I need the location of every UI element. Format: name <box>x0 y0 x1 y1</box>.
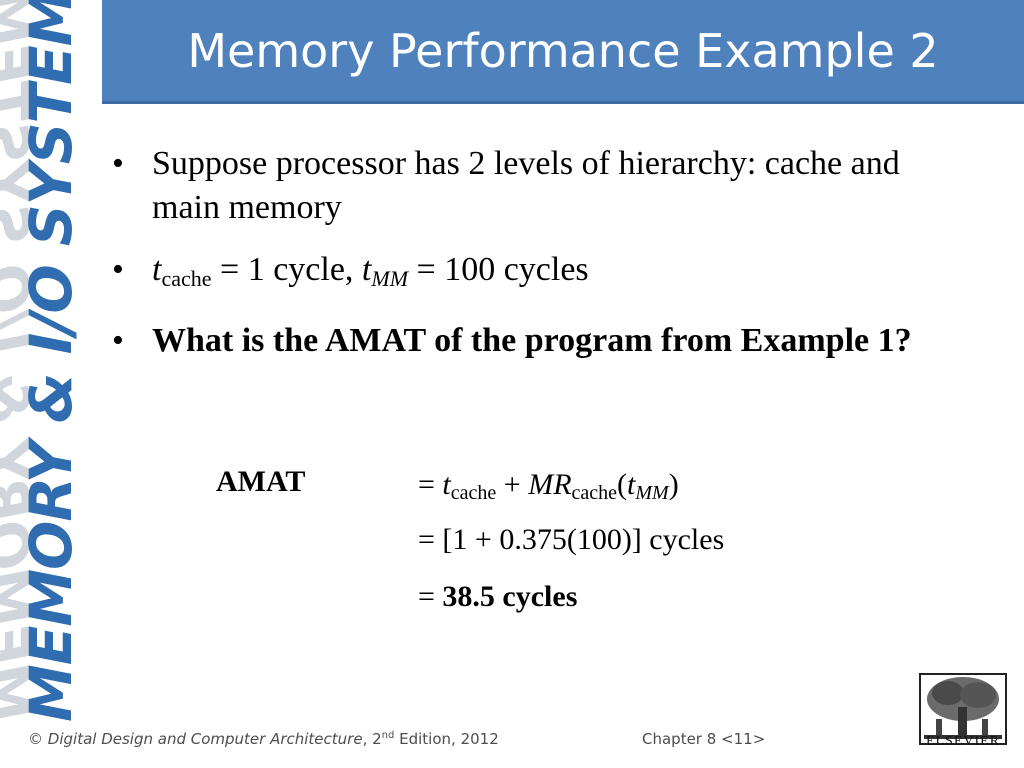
bullet-icon: • <box>112 322 124 359</box>
footer-copyright: © Digital Design and Computer Architectu… <box>28 730 499 748</box>
elsevier-tree-icon <box>918 673 1008 745</box>
side-banner: MEMORY & I/O SYSTEMS MEMORY & I/O SYSTEM… <box>0 0 100 740</box>
bullet-item: • tcache = 1 cycle, tMM = 100 cycles <box>112 248 912 301</box>
equation-line-2: = [1 + 0.375(100)] cycles <box>418 523 725 556</box>
bullet-text: Suppose processor has 2 levels of hierar… <box>152 145 900 226</box>
side-banner-label: MEMORY & I/O SYSTEMS <box>17 0 85 722</box>
side-banner-text: MEMORY & I/O SYSTEMS <box>6 0 96 722</box>
bullet-icon: • <box>112 251 124 288</box>
slide-title: Memory Performance Example 2 <box>187 23 939 78</box>
equation-result: 38.5 cycles <box>442 580 578 613</box>
bullet-text: What is the AMAT of the program from Exa… <box>152 322 912 359</box>
bullet-item: • What is the AMAT of the program from E… <box>112 319 912 363</box>
title-bar: Memory Performance Example 2 <box>102 0 1024 104</box>
footer-chapter: Chapter 8 <11> <box>642 730 766 748</box>
elsevier-wordmark: ELSEVIER <box>925 734 1001 749</box>
equation-label: AMAT <box>216 465 306 498</box>
bullet-text: tcache = 1 cycle, tMM = 100 cycles <box>152 251 589 291</box>
bullet-item: • Suppose processor has 2 levels of hier… <box>112 142 912 230</box>
bullet-icon: • <box>112 145 124 182</box>
bullet-list: • Suppose processor has 2 levels of hier… <box>112 142 912 381</box>
equation-line-3: = 38.5 cycles <box>418 580 578 613</box>
equation-line-1: = tcache + MRcache(tMM) <box>418 468 679 504</box>
